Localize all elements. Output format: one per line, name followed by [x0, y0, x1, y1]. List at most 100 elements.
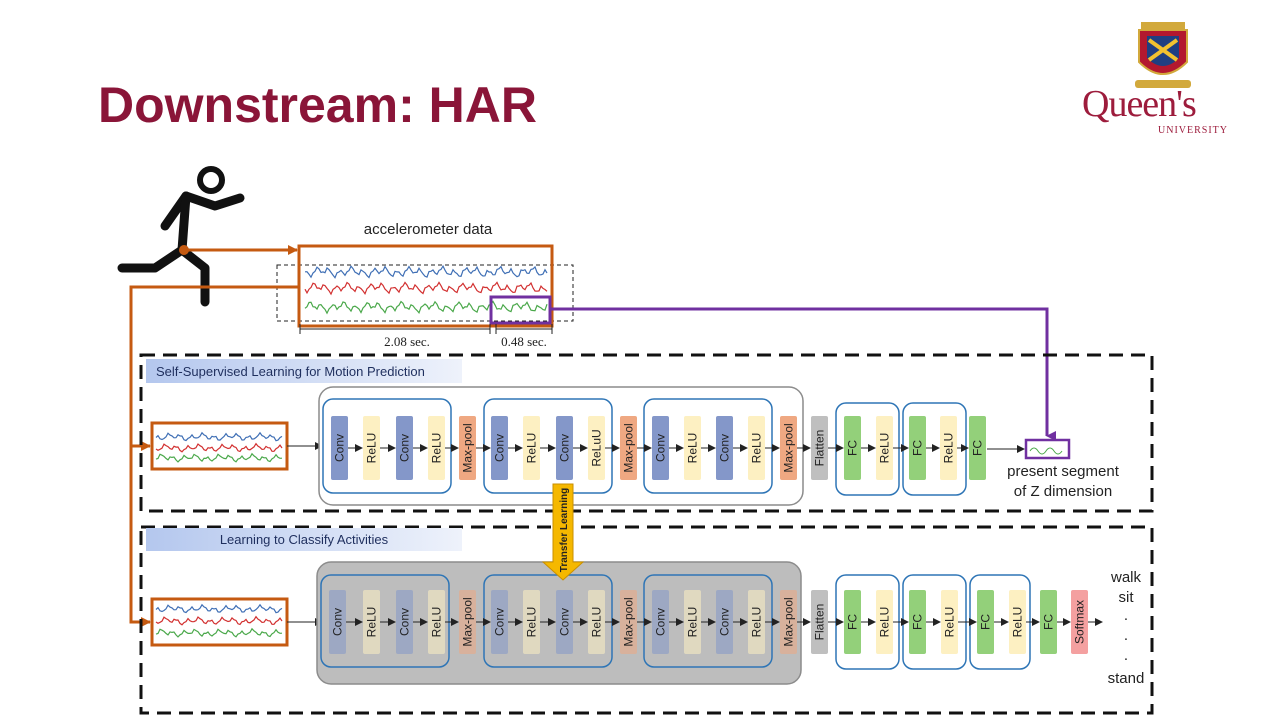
layer-block-conv — [652, 590, 669, 654]
layer-label: Conv — [493, 434, 507, 462]
ssl-panel — [139, 353, 1154, 513]
layer-block-reluu — [588, 416, 605, 480]
layer-label: FC — [911, 440, 925, 456]
layer-label: Flatten — [813, 604, 827, 641]
layer-block-relu — [941, 590, 958, 654]
layer-block-maxpool — [780, 416, 797, 480]
predicted-segment-box — [1024, 438, 1071, 460]
layer-label: Conv — [333, 434, 347, 462]
signal-wave — [155, 442, 283, 453]
layer-label: ReLuU — [590, 429, 604, 466]
layer-block-maxpool — [459, 590, 476, 654]
layer-label: ReLU — [750, 607, 764, 638]
layer-block-maxpool — [620, 416, 637, 480]
layer-block-fc — [909, 590, 926, 654]
layer-block-conv — [716, 416, 733, 480]
layer-label: ReLU — [750, 433, 764, 464]
layer-label: Conv — [558, 434, 572, 462]
layer-block-flatten — [811, 416, 828, 480]
layer-block-conv — [556, 416, 573, 480]
layer-block-fc — [1040, 590, 1057, 654]
layer-label: Max-pool — [622, 423, 636, 472]
layer-label: ReLU — [430, 433, 444, 464]
layer-label: Conv — [493, 608, 507, 636]
classifier-layer-stack: Conv ReLU Conv ReLU Max-pool Conv ReLU Conv ReLU… — [329, 590, 1103, 654]
layer-label: FC — [1042, 614, 1056, 630]
layer-block-relu — [588, 590, 605, 654]
layer-block-relu — [684, 590, 701, 654]
layer-label: ReLU — [525, 607, 539, 638]
class-output-item: . — [1124, 647, 1128, 664]
layer-block-relu — [748, 590, 765, 654]
signal-wave — [155, 431, 283, 442]
ssl-input-waves — [155, 431, 283, 463]
class-output-item: . — [1124, 627, 1128, 644]
layer-block-fc — [969, 416, 986, 480]
layer-label: Conv — [398, 608, 412, 636]
z-segment-target-arrow — [551, 307, 1056, 441]
layer-block-conv — [491, 416, 508, 480]
signal-wave — [155, 603, 283, 614]
layer-block-fc — [977, 590, 994, 654]
layer-label: Conv — [558, 608, 572, 636]
layer-block-relu — [940, 416, 957, 480]
class-output-item: sit — [1119, 589, 1135, 606]
layer-label: ReLU — [878, 433, 892, 464]
layer-block-conv — [556, 590, 573, 654]
layer-label: ReLU — [1011, 607, 1025, 638]
layer-block-flatten — [811, 590, 828, 654]
layer-label: FC — [971, 440, 985, 456]
signal-wave — [155, 452, 283, 463]
layer-label: ReLU — [878, 607, 892, 638]
signal-wave — [304, 264, 548, 279]
classifier-panel — [139, 525, 1154, 715]
layer-block-relu — [684, 416, 701, 480]
class-output-item: . — [1124, 607, 1128, 624]
window-duration-label: 2.08 sec. — [384, 334, 430, 349]
slide-title: Downstream: HAR — [98, 77, 537, 133]
layer-label: FC — [979, 614, 993, 630]
layer-label: ReLU — [430, 607, 444, 638]
classifier-panel-header — [146, 528, 462, 551]
layer-label: ReLU — [686, 607, 700, 638]
ssl-panel-title: Self-Supervised Learning for Motion Pred… — [156, 364, 425, 379]
layer-block-conv — [491, 590, 508, 654]
layer-block-relu — [428, 590, 445, 654]
layer-label: Conv — [718, 434, 732, 462]
layer-label: ReLU — [525, 433, 539, 464]
layer-label: Max-pool — [461, 597, 475, 646]
layer-label: ReLU — [590, 607, 604, 638]
classifier-panel-title: Learning to Classify Activities — [220, 532, 389, 547]
z-segment-box — [489, 295, 552, 325]
layer-block-conv — [716, 590, 733, 654]
layer-block-relu — [363, 590, 380, 654]
layer-label: Flatten — [813, 430, 827, 467]
layer-label: Max-pool — [461, 423, 475, 472]
layer-block-fc — [909, 416, 926, 480]
layer-block-relu — [876, 590, 893, 654]
layer-block-conv — [329, 590, 346, 654]
layer-label: Conv — [718, 608, 732, 636]
segment-duration-label: 0.48 sec. — [501, 334, 547, 349]
class-output-item: stand — [1108, 670, 1145, 687]
raw-signal-waves — [304, 264, 548, 315]
layer-label: FC — [846, 614, 860, 630]
layer-label: ReLU — [942, 433, 956, 464]
university-wordmark: Queen's — [1082, 83, 1197, 125]
raw-signal-frame — [276, 264, 574, 322]
layer-block-relu — [748, 416, 765, 480]
layer-block-softmax — [1071, 590, 1088, 654]
layer-block-fc — [844, 416, 861, 480]
transfer-learning-label: Transfer Learning — [559, 488, 570, 572]
layer-label: Max-pool — [782, 423, 796, 472]
layer-label: Conv — [398, 434, 412, 462]
layer-block-conv — [331, 416, 348, 480]
layer-label: Conv — [331, 608, 345, 636]
layer-block-relu — [363, 416, 380, 480]
classifier-input-waves — [155, 603, 283, 638]
sensor-dot — [179, 245, 189, 255]
layer-block-relu — [428, 416, 445, 480]
layer-label: Conv — [654, 608, 668, 636]
layer-label: FC — [846, 440, 860, 456]
